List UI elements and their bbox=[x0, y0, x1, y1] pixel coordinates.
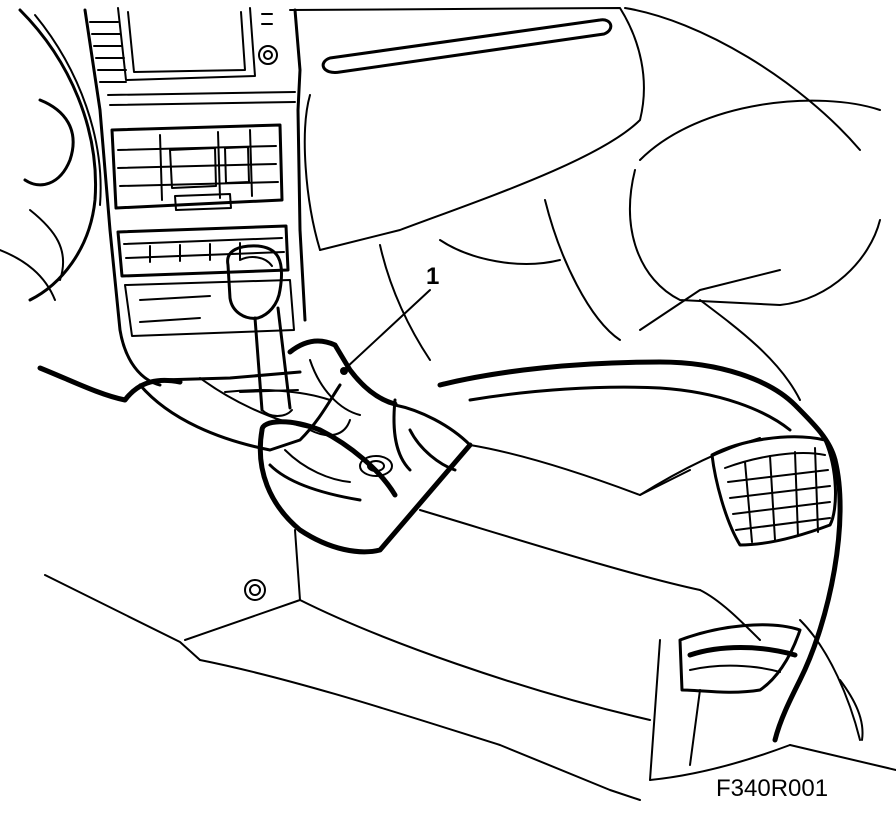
callout-1: 1 bbox=[340, 263, 439, 375]
callout-leader-line bbox=[345, 289, 431, 369]
armrest-console bbox=[419, 359, 896, 781]
callout-number: 1 bbox=[426, 263, 439, 290]
right-dashboard bbox=[289, 7, 881, 401]
figure-reference: F340R001 bbox=[716, 775, 828, 802]
console-front bbox=[37, 338, 473, 555]
center-stack bbox=[83, 7, 307, 387]
callout-dot bbox=[340, 367, 348, 375]
steering-wheel bbox=[0, 8, 102, 302]
console-side bbox=[44, 529, 651, 801]
